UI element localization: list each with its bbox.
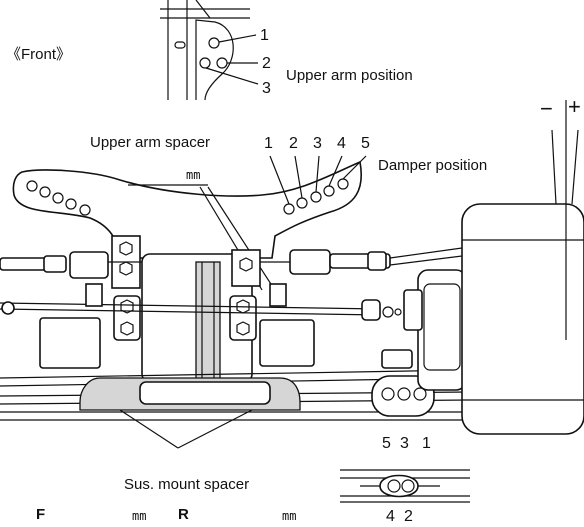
camber-plus: + (568, 94, 581, 119)
rear-spacer-label: R (178, 506, 189, 523)
arm-number-3: 3 (262, 80, 271, 97)
upper-arms (0, 247, 463, 279)
arm-hole-3 (199, 57, 211, 69)
bulkhead (111, 235, 261, 403)
upper-arm-spacer-unit: mm (186, 168, 201, 182)
damper-number-2: 2 (289, 135, 298, 152)
damper-number-5: 5 (361, 135, 370, 152)
upper-arm-position-bracket (160, 0, 259, 101)
shock-tower (12, 155, 367, 259)
knuckle (381, 269, 467, 391)
wheel (461, 203, 584, 435)
mount-number-1: 1 (422, 435, 431, 452)
sus-mount-inset (340, 469, 470, 503)
mount-number-5: 5 (382, 435, 391, 452)
mount-number-4: 4 (386, 508, 395, 525)
rear-spacer-unit: mm (282, 509, 297, 523)
damper-number-1: 1 (264, 135, 273, 152)
upper-arm-spacer-label: Upper arm spacer (90, 134, 211, 151)
camber-minus: − (540, 96, 553, 121)
damper-number-4: 4 (337, 135, 346, 152)
front-label: 《Front》 (6, 46, 72, 63)
front-spacer-unit: mm (132, 509, 147, 523)
arm-number-2: 2 (262, 55, 271, 72)
damper-number-3: 3 (313, 135, 322, 152)
lower-chassis (0, 369, 471, 421)
damper-position-label: Damper position (378, 157, 488, 174)
mount-number-2: 2 (404, 508, 413, 525)
steering-rod (0, 299, 402, 321)
sus-mount-spacer-label: Sus. mount spacer (124, 476, 250, 493)
arm-number-1: 1 (260, 27, 269, 44)
arm-hole-2 (216, 57, 228, 69)
front-spacer-label: F (36, 506, 46, 523)
arm-hole-1 (208, 37, 220, 49)
upper-arm-position-label: Upper arm position (286, 67, 413, 84)
mount-number-3: 3 (400, 435, 409, 452)
